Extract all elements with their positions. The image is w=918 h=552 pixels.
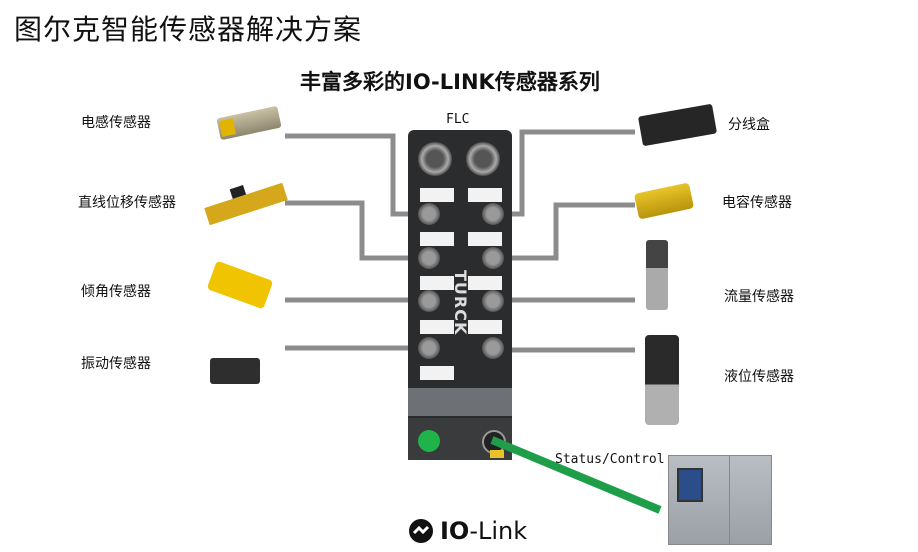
line-left-1	[285, 133, 420, 217]
port-1	[418, 203, 440, 225]
line-left-2	[285, 200, 420, 261]
flc-label: FLC	[446, 112, 470, 127]
port-8	[482, 337, 504, 359]
sensor-label: 振动传感器	[81, 356, 151, 372]
io-link-master-module: TURCK	[408, 130, 512, 460]
sensor-label: 直线位移传感器	[78, 195, 176, 211]
port-6	[482, 290, 504, 312]
power-connector	[418, 142, 452, 176]
port-5	[418, 290, 440, 312]
flow-sensor-image	[646, 240, 668, 310]
vibration-sensor-image	[210, 358, 260, 384]
terminal-strip	[408, 388, 512, 416]
sensor-label: 倾角传感器	[81, 284, 151, 300]
level-sensor-image	[645, 335, 679, 425]
page-title: 图尔克智能传感器解决方案	[14, 13, 363, 46]
power-connector	[466, 142, 500, 176]
port-2	[482, 203, 504, 225]
eth1-port	[418, 430, 440, 452]
port-4	[482, 247, 504, 269]
diagram-subtitle: 丰富多彩的IO-LINK传感器系列	[300, 70, 600, 94]
plc-controller-image	[668, 455, 772, 545]
sensor-label: 电容传感器	[722, 195, 792, 211]
sensor-label: 液位传感器	[724, 369, 794, 385]
sensor-label: 电感传感器	[81, 115, 151, 131]
status-control-label: Status/Control	[555, 452, 665, 467]
port-7	[418, 337, 440, 359]
sensor-label: 分线盒	[728, 117, 770, 133]
port-3	[418, 247, 440, 269]
io-link-icon	[409, 519, 433, 543]
sensor-label: 流量传感器	[724, 289, 794, 305]
io-link-logo: IO-Link	[408, 517, 527, 545]
line-right-2	[500, 202, 635, 261]
